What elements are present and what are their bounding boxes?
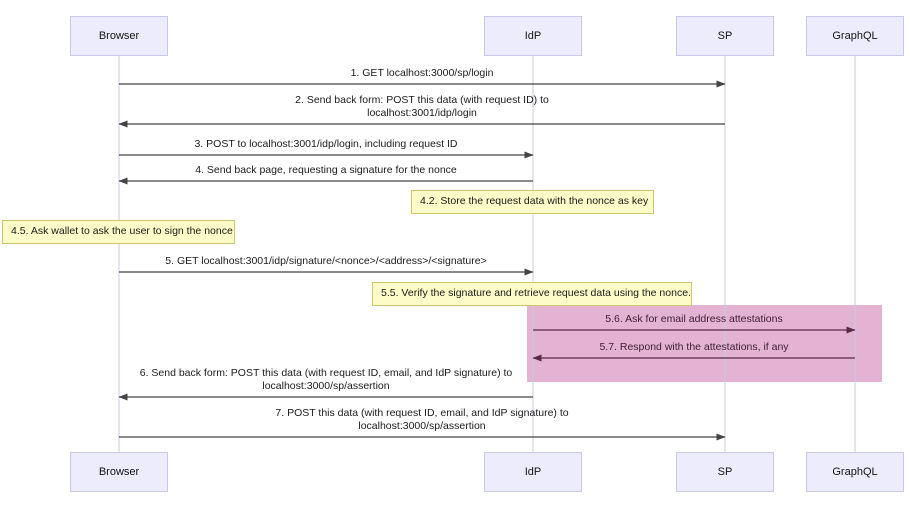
message-label-m6: 6. Send back form: POST this data (with … xyxy=(139,367,513,393)
participant-label: GraphQL xyxy=(832,465,878,478)
participant-label: SP xyxy=(717,29,733,42)
message-label-m56: 5.6. Ask for email address attestations xyxy=(605,313,783,325)
message-label-m2: 2. Send back form: POST this data (with … xyxy=(295,94,549,120)
message-label-m5: 5. GET localhost:3001/idp/signature/<non… xyxy=(165,255,487,267)
participant-sp-bottom[interactable]: SP xyxy=(676,452,774,492)
participant-idp-top[interactable]: IdP xyxy=(484,16,582,56)
message-label-m3: 3. POST to localhost:3001/idp/login, inc… xyxy=(194,138,458,150)
note-n42[interactable]: 4.2. Store the request data with the non… xyxy=(411,190,654,214)
participant-idp-bottom[interactable]: IdP xyxy=(484,452,582,492)
participant-label: GraphQL xyxy=(832,29,878,42)
note-text: 5.5. Verify the signature and retrieve r… xyxy=(381,287,691,300)
message-label-m1: 1. GET localhost:3000/sp/login xyxy=(350,67,494,79)
note-text: 4.2. Store the request data with the non… xyxy=(420,195,649,208)
message-arrows xyxy=(118,80,856,441)
participant-label: IdP xyxy=(524,29,542,42)
participant-sp-top[interactable]: SP xyxy=(676,16,774,56)
message-label-m4: 4. Send back page, requesting a signatur… xyxy=(195,164,457,176)
note-n55[interactable]: 5.5. Verify the signature and retrieve r… xyxy=(372,282,692,306)
message-label-m7: 7. POST this data (with request ID, emai… xyxy=(275,407,569,433)
note-n45[interactable]: 4.5. Ask wallet to ask the user to sign … xyxy=(2,220,235,244)
attestation-highlight-region xyxy=(527,305,882,382)
participant-label: SP xyxy=(717,465,733,478)
message-label-m57: 5.7. Respond with the attestations, if a… xyxy=(599,341,789,353)
participant-browser-top[interactable]: Browser xyxy=(70,16,168,56)
participant-label: IdP xyxy=(524,465,542,478)
participant-graphql-bottom[interactable]: GraphQL xyxy=(806,452,904,492)
participant-graphql-top[interactable]: GraphQL xyxy=(806,16,904,56)
participant-browser-bottom[interactable]: Browser xyxy=(70,452,168,492)
participant-label: Browser xyxy=(98,465,140,478)
participant-label: Browser xyxy=(98,29,140,42)
note-text: 4.5. Ask wallet to ask the user to sign … xyxy=(11,225,233,238)
